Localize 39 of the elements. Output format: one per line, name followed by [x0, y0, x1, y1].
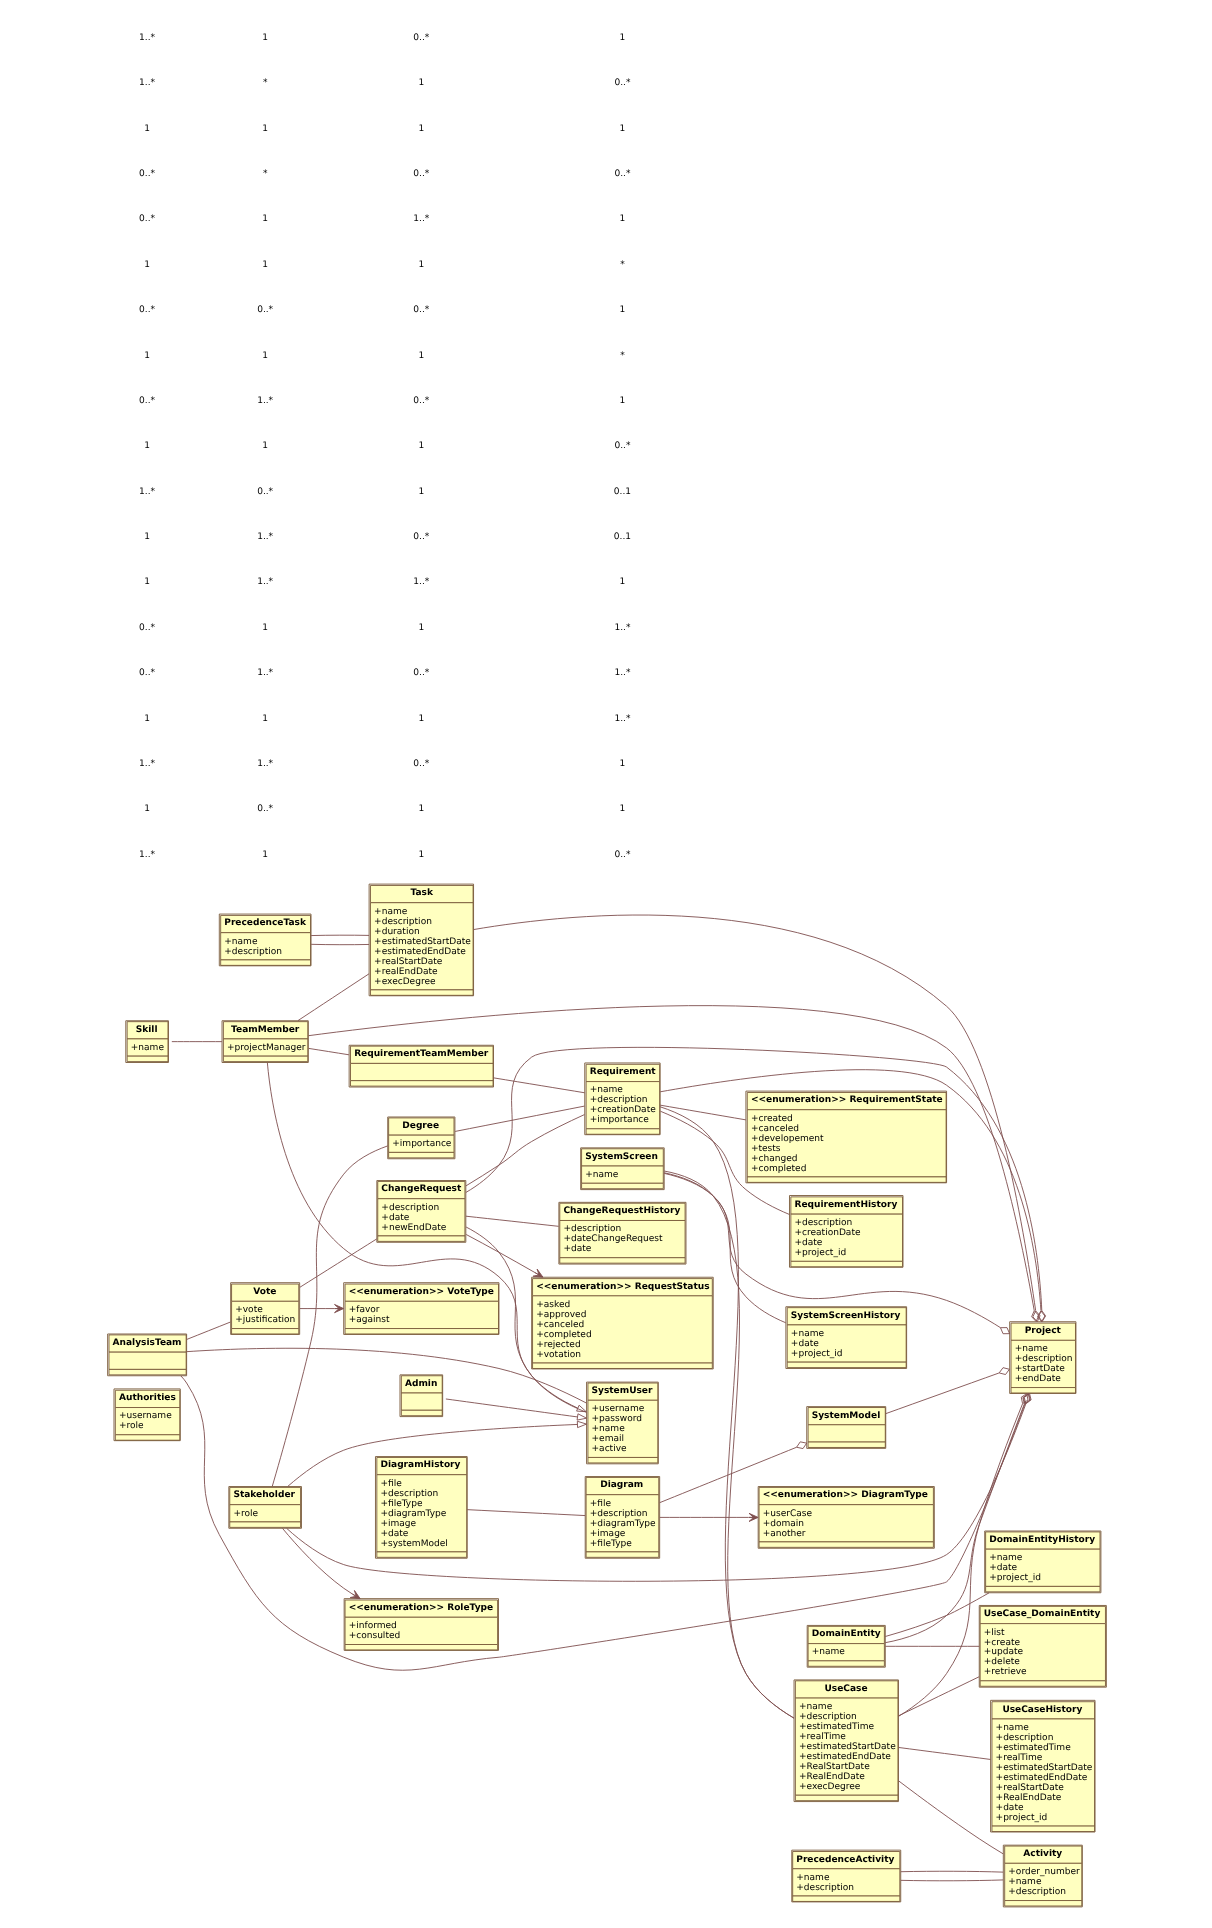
connector	[883, 1645, 979, 1647]
connector	[285, 1393, 1031, 1582]
connector	[883, 1592, 989, 1637]
arrow	[265, 1062, 586, 1413]
connector	[464, 1114, 584, 1187]
connector	[185, 1347, 586, 1404]
arrow	[464, 1234, 543, 1278]
arrow	[298, 1304, 344, 1314]
connector	[465, 1509, 585, 1517]
connector	[453, 1105, 584, 1132]
connector	[899, 1870, 1003, 1873]
connector	[884, 1367, 1009, 1415]
arrow	[444, 1398, 586, 1421]
connector	[899, 1879, 1003, 1882]
connector	[185, 1321, 230, 1340]
connector	[464, 1215, 559, 1227]
connector	[270, 1145, 388, 1487]
connector	[170, 1041, 222, 1043]
connector	[659, 1110, 789, 1215]
connector	[492, 1077, 585, 1094]
connector	[296, 973, 369, 1021]
arrow	[281, 1527, 360, 1600]
connector	[309, 943, 369, 946]
connector	[658, 1441, 807, 1504]
connector	[897, 1747, 990, 1760]
connector	[464, 1046, 1046, 1322]
connector	[662, 1172, 786, 1324]
connector	[307, 1047, 349, 1056]
arrow	[658, 1512, 758, 1522]
connector	[883, 1393, 1030, 1644]
connector	[897, 1393, 1028, 1717]
connector	[658, 1104, 746, 1121]
connector	[298, 1238, 377, 1288]
connector	[464, 1226, 586, 1413]
connector	[309, 934, 369, 936]
connector	[897, 1676, 979, 1717]
arrow	[286, 1420, 586, 1487]
connector	[307, 1005, 1039, 1322]
connector	[897, 1780, 1003, 1855]
